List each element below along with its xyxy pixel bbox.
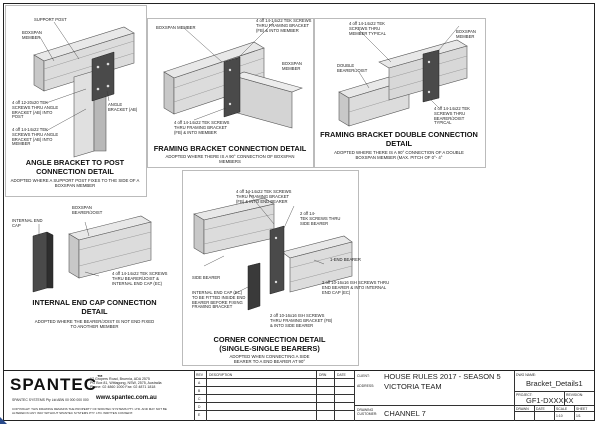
detail-frame <box>182 170 359 366</box>
drawing-customer-label: DRAWING CUSTOMER: <box>357 408 378 416</box>
end-cap-illustration <box>32 215 152 293</box>
detail-title: INTERNAL END CAP CONNECTION DETAIL <box>32 298 157 316</box>
meta-value: 1/1 <box>576 414 581 418</box>
company-address: 17 Gropers Road, Bruenia, ADA 2575 PO Bo… <box>90 377 162 389</box>
rev-header: REV <box>196 372 203 377</box>
project-value: GF1-DXXXXX <box>526 396 574 405</box>
framing-double-illustration <box>338 25 468 127</box>
label-double-bearer: DOUBLE BEARER/JOIST <box>337 63 368 73</box>
client-label: CLIENT: <box>357 374 370 378</box>
label-boxspan-member-right: BOXSPAN MEMBER <box>282 61 302 71</box>
revision-label: REVISION: <box>566 393 584 397</box>
label-internal-end-cap: INTERNAL END CAP <box>12 218 43 228</box>
label-boxspan-member: BOXSPAN MEMBER <box>22 30 42 40</box>
label-side-bearer: SIDE BEARER <box>192 275 221 280</box>
detail-title: FRAMING BRACKET DOUBLE CONNECTION DETAIL <box>320 130 478 148</box>
drn-header: DRN <box>319 372 327 377</box>
detail-frame <box>147 18 314 168</box>
drawing-customer-value: CHANNEL 7 <box>384 409 426 418</box>
label-boxspan-bearer: BOXSPAN BEARER/JOIST <box>72 205 103 215</box>
label-internal-cap: INTERNAL END CAP (EC) TO BE FITTED INSID… <box>192 290 246 310</box>
company-logo: SPANTEC™ <box>10 375 104 394</box>
label-screws-top: 4 off 14-14x22 TEK SCREWS THRU FRAMING B… <box>256 18 312 33</box>
label-screws-member: 4 off 14-14x22 TEK SCREWS THRU ANGLE BRA… <box>12 127 59 147</box>
drawing-sheet: SUPPORT POST BOXSPAN MEMBER ANGLE BRACKE… <box>3 3 595 421</box>
detail-title: CORNER CONNECTION DETAIL (SINGLE-SINGLE … <box>213 335 326 353</box>
detail-subtitle: ADOPTED WHERE A SUPPORT POST FIXES TO TH… <box>10 178 140 188</box>
label-screws-top: 4 off 14-14x22 TEK SCREWS THRU MEMBER TY… <box>349 21 386 36</box>
label-screws: 4 off 14-14x22 TEK SCREWS THRU BEARER/JO… <box>112 271 168 286</box>
address-label: ADDRESS: <box>357 384 375 388</box>
rev-row: C <box>198 396 201 401</box>
rev-row: A <box>198 380 201 385</box>
label-screws-right: 4 off 14-14x22 TEK SCREWS THRU BEARER/JO… <box>434 106 470 126</box>
detail-frame <box>5 5 147 197</box>
meta-label: SCALE <box>556 406 568 411</box>
rev-row: D <box>198 404 201 409</box>
detail-title: ANGLE BRACKET TO POST CONNECTION DETAIL <box>25 158 125 176</box>
angle-bracket-illustration <box>33 21 135 158</box>
label-screws-side: 2 off 14- TEK SCREWS THRU SIDE BEARER <box>300 211 341 226</box>
dwg-name-value: Bracket_Details1 <box>526 379 583 388</box>
detail-title: FRAMING BRACKET CONNECTION DETAIL <box>153 144 307 153</box>
page-corner-icon <box>0 417 7 424</box>
label-screws-fb: 2 off 10-16x16 ISH SCREWS THRU FRAMING B… <box>270 313 333 328</box>
label-screws-post: 4 off 12-20x20 TEK SCREWS THRU ANGLE BRA… <box>12 100 59 120</box>
label-screws-bottom: 4 off 14-14x22 TEK SCREWS THRU FRAMING B… <box>174 120 230 135</box>
meta-label: DATE <box>536 406 545 411</box>
label-screws-bolts: 2 off 10-16x16 ISH SCREWS THRU END BEARE… <box>322 280 390 295</box>
client-value: HOUSE RULES 2017 - SEASON 5 <box>384 372 501 381</box>
detail-subtitle: ADOPTED WHEN CONNECTING A SIDE BEARER TO… <box>229 354 310 364</box>
company-name: SPANTEC SYSTEMS Pty Ltd ABN 00 000 000 0… <box>12 398 89 402</box>
meta-label: DRAWN <box>516 406 529 411</box>
dwg-name-label: DWG NAME: <box>516 373 536 377</box>
detail-subtitle: ADOPTED WHERE THERE IS A 90° CONNECTION … <box>334 150 464 160</box>
rev-row: E <box>198 412 201 417</box>
framing-bracket-illustration <box>163 21 303 129</box>
detail-frame <box>314 18 486 168</box>
date-header: DATE <box>337 372 346 377</box>
label-boxspan-member: BOXSPAN MEMBER <box>456 29 476 39</box>
address-value: VICTORIA TEAM <box>384 382 442 391</box>
description-header: DESCRIPTION <box>209 372 233 377</box>
title-block: SPANTEC™ 17 Gropers Road, Bruenia, ADA 2… <box>4 370 594 421</box>
project-label: PROJECT: <box>516 393 533 397</box>
label-screws-top: 4 off 14-14x22 TEK SCREWS THRU FRAMING B… <box>236 189 292 204</box>
label-angle-bracket: ANGLE BRACKET (AB) <box>108 102 138 112</box>
detail-subtitle: ADOPTED WHERE THERE IS A 90° CONNECTION … <box>165 154 295 164</box>
meta-value: 1:10 <box>556 414 563 418</box>
detail-subtitle: ADOPTED WHERE THE BEARER/JOIST IS NOT EN… <box>34 319 155 329</box>
label-boxspan-member: BOXSPAN MEMBER <box>156 25 196 30</box>
label-support-post: SUPPORT POST <box>34 17 67 22</box>
label-end-bearer: 1-END BEARER <box>330 257 361 262</box>
copyright-notice: COPYRIGHT: THIS DRAWING REMAINS THE PROP… <box>12 407 167 415</box>
rev-row: B <box>198 388 201 393</box>
website: www.spantec.com.au <box>96 395 157 401</box>
meta-label: SHEET <box>576 406 588 411</box>
corner-connection-illustration <box>193 189 353 311</box>
